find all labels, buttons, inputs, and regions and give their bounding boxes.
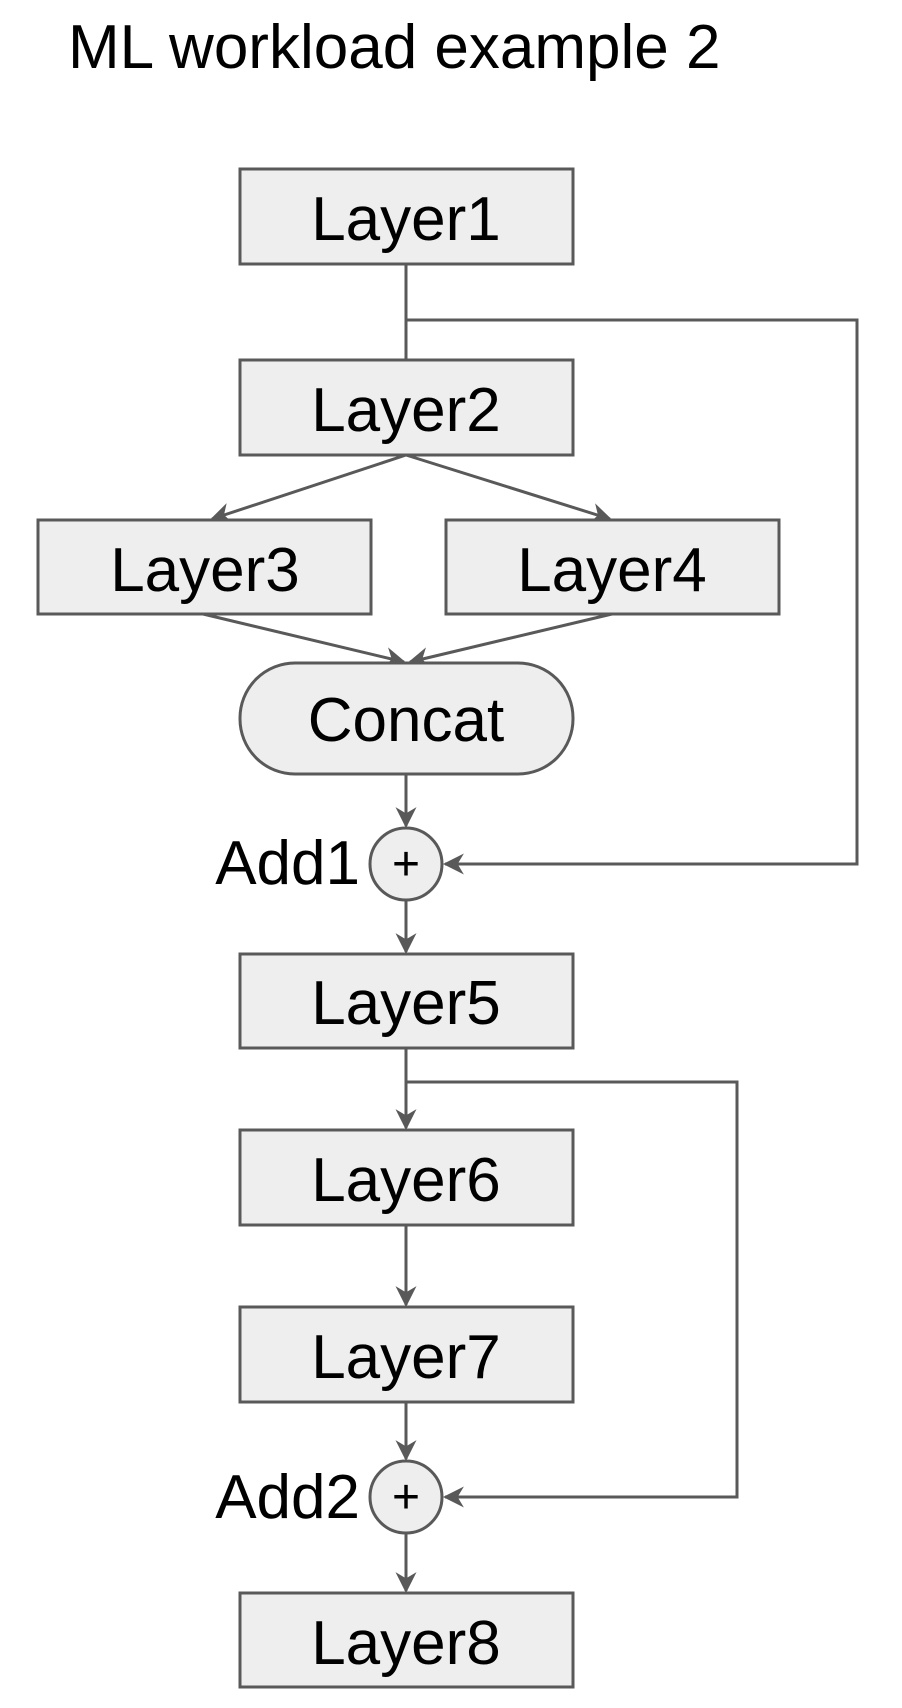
edge-layer5-add2-skip bbox=[406, 1080, 739, 1508]
layer6-label: Layer6 bbox=[311, 1146, 501, 1215]
layer2-label: Layer2 bbox=[311, 376, 501, 445]
edge-layer1-add1-skip bbox=[406, 318, 859, 875]
edge-layer4-concat bbox=[407, 612, 613, 668]
add1-label: Add1 bbox=[215, 829, 360, 898]
layer1-node: Layer1 bbox=[238, 167, 575, 266]
diagram-title: ML workload example 2 bbox=[68, 13, 720, 82]
layer3-node: Layer3 bbox=[36, 518, 373, 616]
layer2-node: Layer2 bbox=[238, 358, 575, 457]
layer4-label: Layer4 bbox=[517, 536, 707, 605]
layer8-label: Layer8 bbox=[311, 1609, 501, 1678]
concat-label: Concat bbox=[308, 686, 504, 755]
layer3-label: Layer3 bbox=[110, 536, 300, 605]
edge-layer2-layer4 bbox=[405, 453, 613, 524]
layer7-node: Layer7 bbox=[238, 1305, 575, 1404]
add2-circle bbox=[368, 1459, 444, 1535]
edge-layer2-layer3 bbox=[210, 453, 407, 524]
add2-label: Add2 bbox=[215, 1463, 360, 1532]
edge-layer3-concat bbox=[202, 612, 407, 668]
add1-plus-icon: + bbox=[392, 838, 420, 891]
concat-node: Concat bbox=[238, 661, 575, 776]
layer8-node: Layer8 bbox=[238, 1591, 575, 1689]
layer4-node: Layer4 bbox=[444, 518, 781, 616]
add2-node: Add2 + bbox=[215, 1459, 444, 1535]
add1-circle bbox=[368, 826, 444, 902]
add1-node: Add1 + bbox=[215, 826, 444, 902]
layer5-node: Layer5 bbox=[238, 952, 575, 1050]
add2-plus-icon: + bbox=[392, 1471, 420, 1524]
layer6-node: Layer6 bbox=[238, 1128, 575, 1227]
layer5-label: Layer5 bbox=[311, 969, 501, 1038]
layer1-label: Layer1 bbox=[311, 185, 501, 254]
layer7-label: Layer7 bbox=[311, 1323, 501, 1392]
